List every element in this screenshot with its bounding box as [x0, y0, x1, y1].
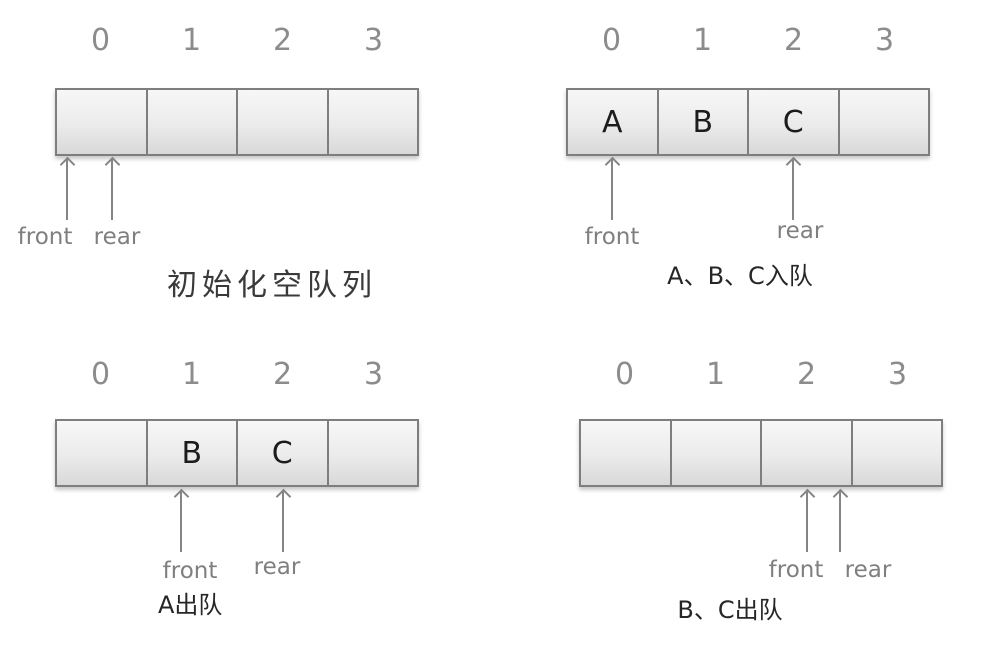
index-label: 3	[363, 23, 384, 58]
queue-cell	[145, 88, 238, 156]
index-row: 0 1 2 3	[55, 23, 419, 59]
cell-value: B	[692, 104, 714, 140]
front-arrow-icon	[66, 158, 68, 220]
panel-caption: B、C出队	[677, 596, 783, 624]
queue-array: A B C	[566, 88, 930, 156]
panel-a-dequeue: 0 1 2 3 B C front rear A出队	[0, 334, 500, 668]
index-label: 1	[705, 357, 726, 392]
index-row: 0 1 2 3	[55, 357, 419, 393]
queue-cell: A	[566, 88, 659, 156]
index-label: 2	[796, 357, 817, 392]
front-arrow-icon	[611, 158, 613, 220]
queue-cell	[236, 88, 329, 156]
rear-pointer-label: rear	[844, 557, 892, 583]
panel-caption: 初始化空队列	[167, 268, 377, 303]
queue-cell	[669, 419, 762, 487]
front-arrow-icon	[180, 490, 182, 552]
panel-abc-enqueue: 0 1 2 3 A B C front rear A、B、C入队	[500, 0, 1000, 334]
index-label: 2	[783, 23, 804, 58]
queue-cell	[850, 419, 943, 487]
front-pointer-label: front	[162, 558, 218, 584]
rear-arrow-icon	[282, 490, 284, 552]
index-label: 0	[90, 357, 111, 392]
panel-caption: A出队	[158, 591, 223, 619]
index-label: 2	[272, 357, 293, 392]
queue-cell: C	[747, 88, 840, 156]
panel-init-empty-queue: 0 1 2 3 front rear 初始化空队列	[0, 0, 500, 334]
index-label: 3	[874, 23, 895, 58]
index-label: 0	[614, 357, 635, 392]
panel-caption: A、B、C入队	[667, 262, 813, 290]
index-label: 1	[692, 23, 713, 58]
index-label: 0	[90, 23, 111, 58]
index-label: 3	[363, 357, 384, 392]
front-pointer-label: front	[584, 224, 640, 250]
front-pointer-label: front	[17, 224, 73, 250]
cell-value: A	[601, 104, 623, 140]
queue-cell	[579, 419, 672, 487]
rear-arrow-icon	[839, 490, 841, 552]
cell-value: C	[271, 435, 293, 471]
index-label: 1	[181, 357, 202, 392]
panel-bc-dequeue: 0 1 2 3 front rear B、C出队	[500, 334, 1000, 668]
rear-arrow-icon	[111, 158, 113, 220]
queue-array: B C	[55, 419, 419, 487]
queue-cell	[326, 88, 419, 156]
index-row: 0 1 2 3	[566, 23, 930, 59]
rear-arrow-icon	[792, 158, 794, 220]
cell-value: C	[782, 104, 804, 140]
front-pointer-label: front	[768, 557, 824, 583]
queue-array	[55, 88, 419, 156]
queue-cell: B	[656, 88, 749, 156]
index-label: 3	[887, 357, 908, 392]
rear-pointer-label: rear	[776, 218, 824, 244]
cell-value: B	[181, 435, 203, 471]
queue-cell	[326, 419, 419, 487]
index-label: 0	[601, 23, 622, 58]
queue-cell	[55, 88, 148, 156]
queue-cell: B	[145, 419, 238, 487]
queue-array	[579, 419, 943, 487]
index-label: 2	[272, 23, 293, 58]
queue-cell	[55, 419, 148, 487]
rear-pointer-label: rear	[253, 554, 301, 580]
index-label: 1	[181, 23, 202, 58]
queue-cell	[760, 419, 853, 487]
front-arrow-icon	[806, 490, 808, 552]
rear-pointer-label: rear	[93, 224, 141, 250]
queue-cell: C	[236, 419, 329, 487]
queue-cell	[837, 88, 930, 156]
index-row: 0 1 2 3	[579, 357, 943, 393]
